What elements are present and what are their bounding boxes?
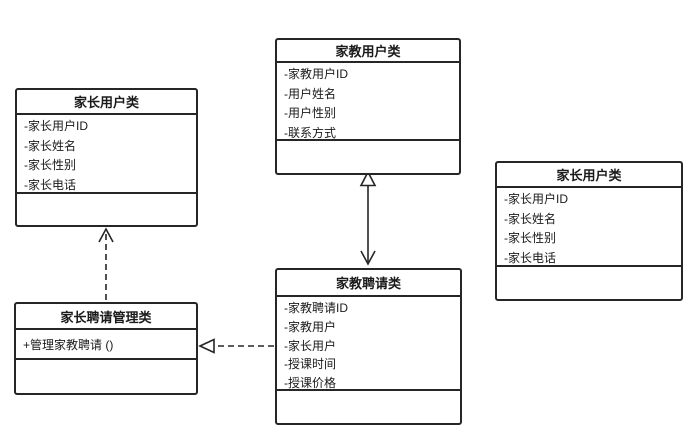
edge-tutor-hire-to-tutor-user[interactable] (359, 170, 377, 266)
class-attribute: -家长性别 (504, 231, 556, 245)
class-attribute: -家教用户ID (284, 67, 348, 81)
class-operations-empty (16, 360, 196, 393)
class-title: 家长用户类 (497, 163, 681, 188)
class-attribute: -家长用户ID (24, 119, 88, 133)
class-attribute: -家长性别 (24, 158, 76, 172)
class-attributes: -家长用户ID -家长姓名 -家长性别 -家长电话 (17, 115, 196, 194)
class-box-tutor-hire[interactable]: 家教聘请类 -家教聘请ID -家教用户 -家长用户 -授课时间 -授课价格 (275, 268, 462, 425)
class-attribute: -用户姓名 (284, 86, 336, 101)
open-arrowhead (360, 250, 376, 266)
class-operations-empty (497, 267, 681, 299)
class-attributes: -家教用户ID -用户姓名 -用户性别 -联系方式 (277, 63, 459, 141)
class-operations-empty (17, 194, 196, 225)
class-box-parent-user-right[interactable]: 家长用户类 -家长用户ID -家长姓名 -家长性别 -家长电话 (495, 161, 683, 301)
class-box-tutor-user[interactable]: 家教用户类 -家教用户ID -用户姓名 -用户性别 -联系方式 (275, 38, 461, 175)
open-arrowhead (98, 227, 114, 243)
class-operations-empty (277, 391, 460, 423)
class-title: 家教聘请类 (277, 270, 460, 297)
class-operations-empty (277, 141, 459, 173)
class-operations: +管理家教聘请 () (16, 330, 196, 360)
class-operation: +管理家教聘请 () (23, 337, 114, 352)
class-attribute: -家长用户 (284, 338, 336, 353)
class-box-parent-user-left[interactable]: 家长用户类 -家长用户ID -家长姓名 -家长性别 -家长电话 (15, 88, 198, 227)
class-attribute: -用户性别 (284, 106, 336, 120)
class-box-hire-manager[interactable]: 家长聘请管理类 +管理家教聘请 () (14, 302, 198, 395)
class-attribute: -家长用户ID (504, 192, 568, 206)
class-attribute: -联系方式 (284, 125, 336, 140)
class-attribute: -家长姓名 (24, 138, 76, 153)
class-attributes: -家长用户ID -家长姓名 -家长性别 -家长电话 (497, 188, 681, 267)
class-attribute: -家教聘请ID (284, 301, 348, 315)
edge-tutor-hire-to-hire-manager[interactable] (198, 338, 274, 354)
class-attribute: -授课价格 (284, 376, 336, 391)
class-attribute: -授课时间 (284, 357, 336, 372)
class-title: 家长聘请管理类 (16, 304, 196, 330)
hollow-triangle-arrowhead (198, 338, 215, 354)
class-attributes: -家教聘请ID -家教用户 -家长用户 -授课时间 -授课价格 (277, 297, 460, 391)
class-attribute: -家长电话 (504, 250, 556, 265)
class-title: 家长用户类 (17, 90, 196, 115)
class-attribute: -家长姓名 (504, 211, 556, 226)
class-attribute: -家教用户 (284, 319, 336, 334)
edge-hire-manager-to-parent-user[interactable] (98, 227, 114, 300)
class-title: 家教用户类 (277, 40, 459, 63)
class-attribute: -家长电话 (24, 177, 76, 192)
